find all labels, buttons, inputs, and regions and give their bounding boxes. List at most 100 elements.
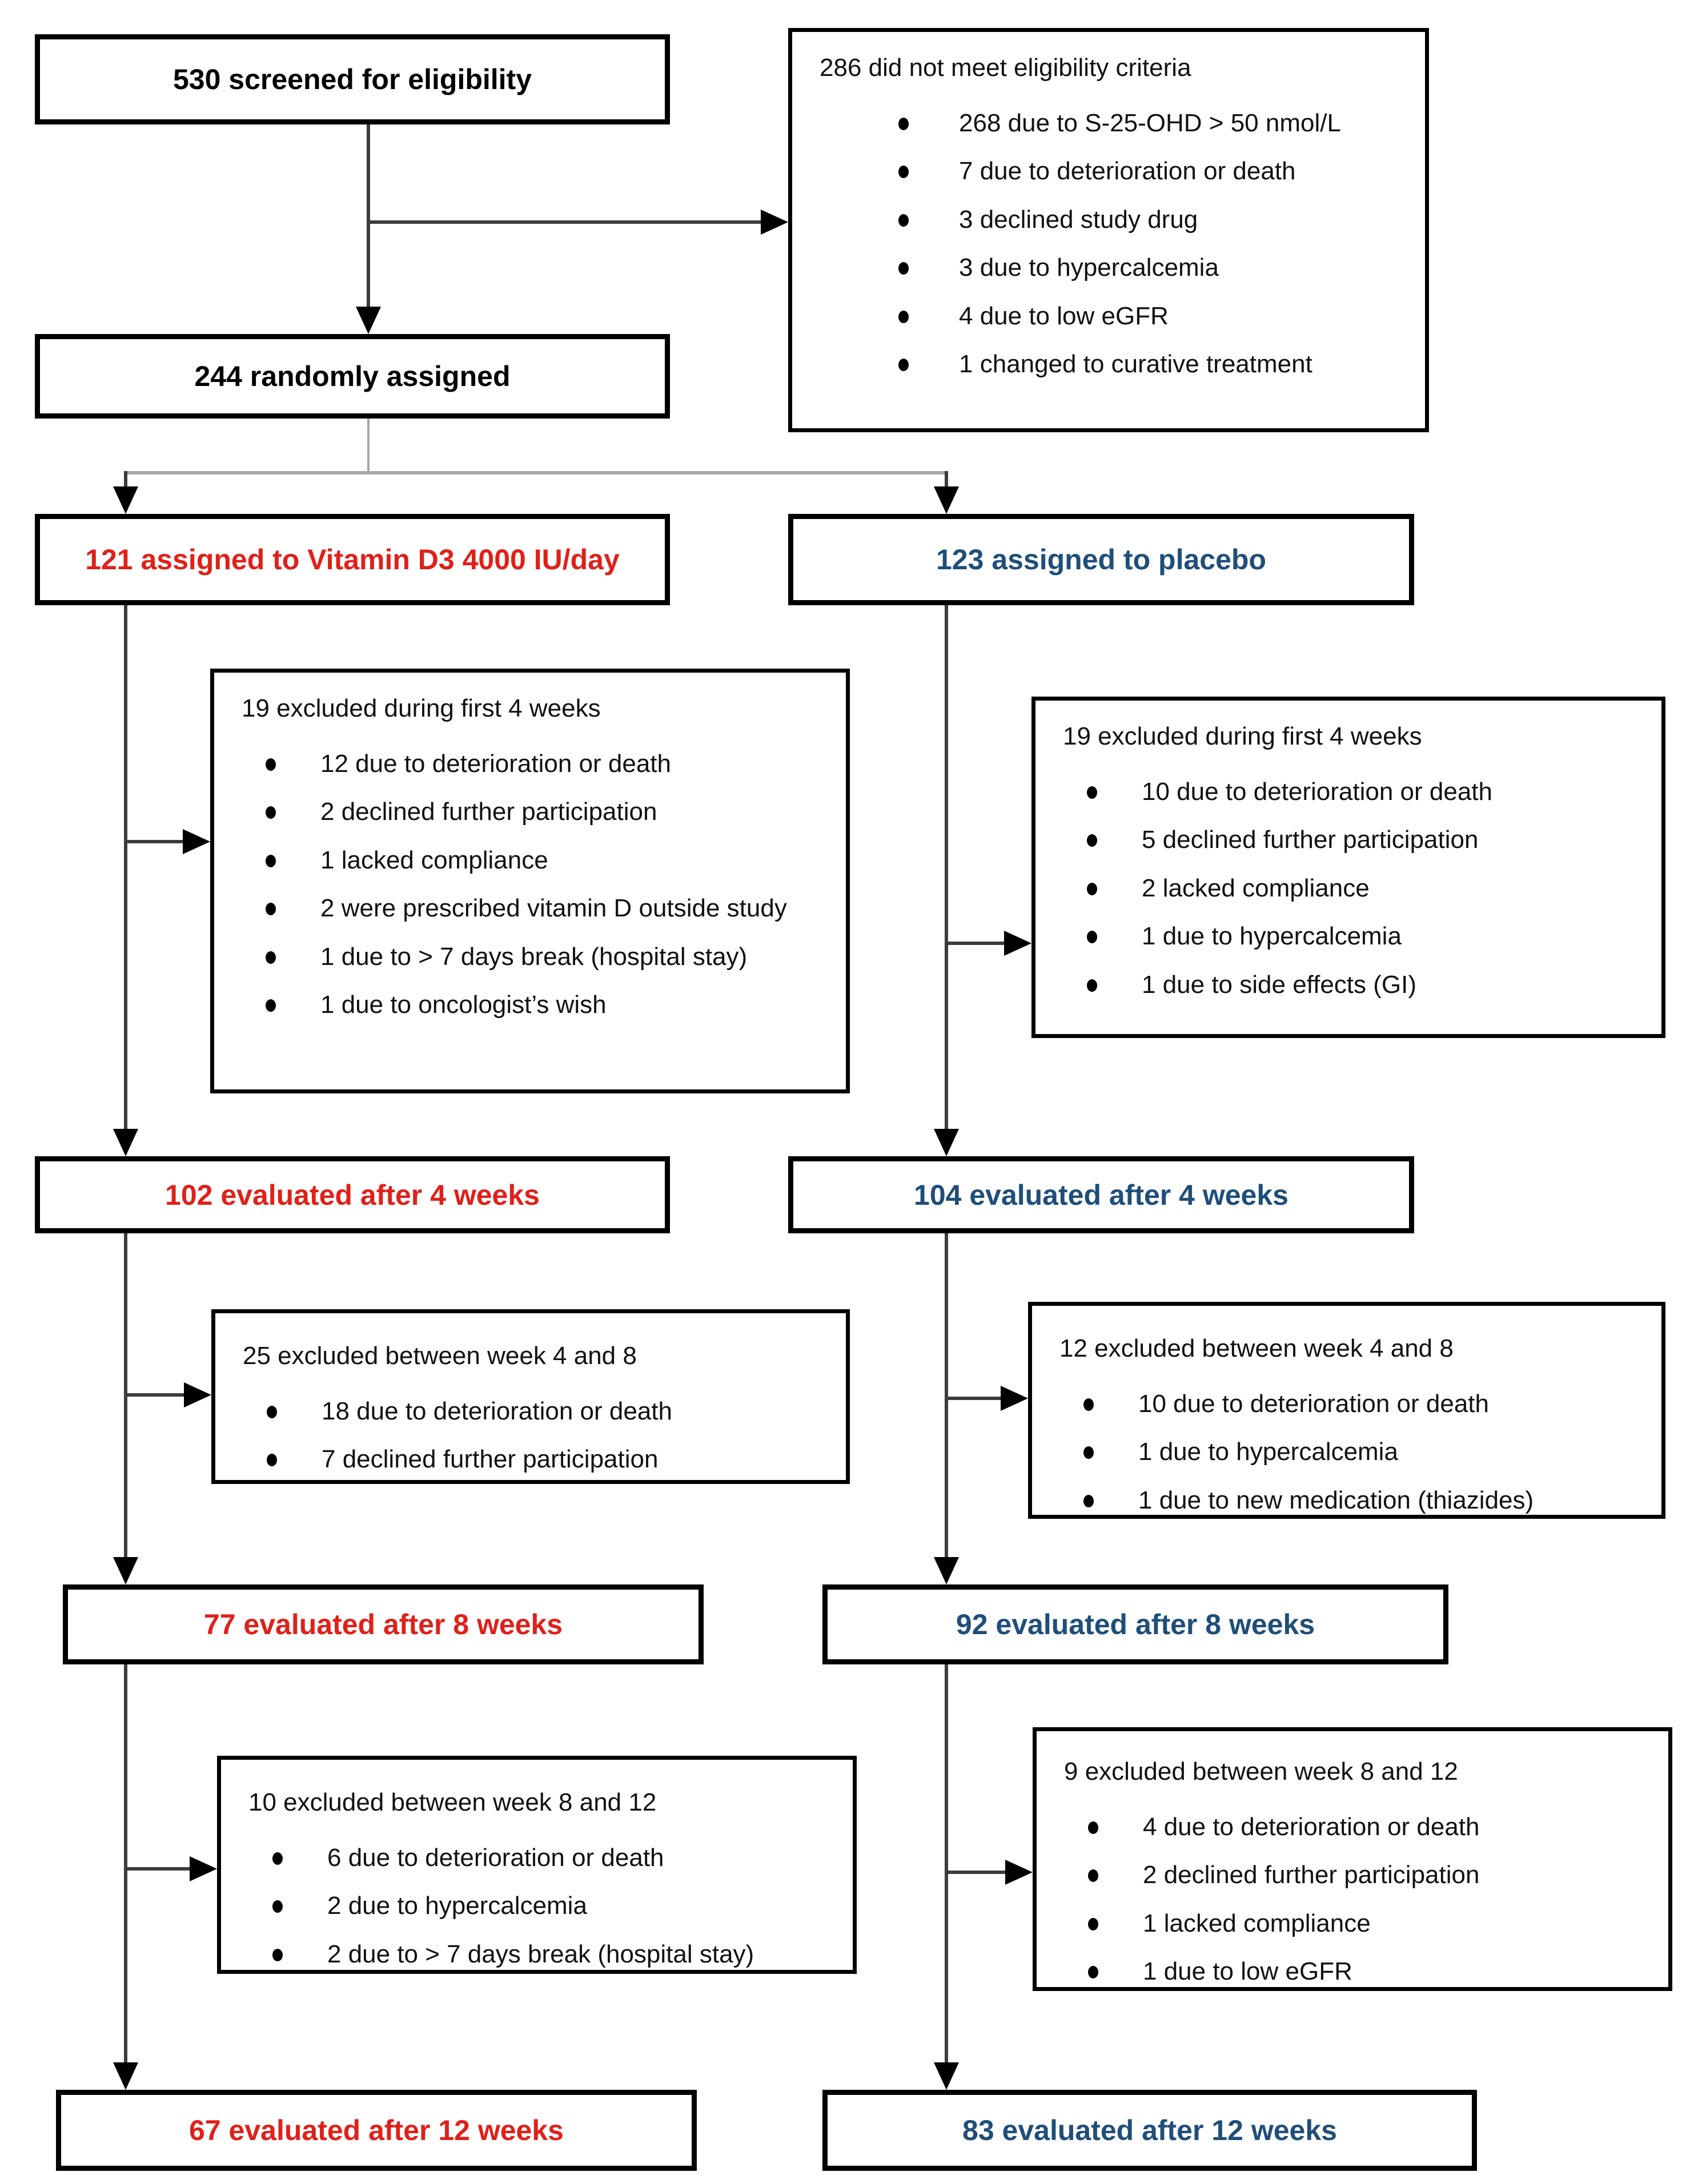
box-not-eligible-title: 286 did not meet eligibility criteria <box>820 54 1191 82</box>
arrowhead-into-arm-b-excluded-w12 <box>1005 1860 1033 1885</box>
connector-branch-arm-a-excluded-w4 <box>126 840 184 843</box>
box-arm-b-excluded-w12-title: 9 excluded between week 8 and 12 <box>1064 1757 1458 1785</box>
connector-branch-arm-a-excluded-w8 <box>126 1393 185 1397</box>
connector-arm-a-to-eval8 <box>124 1233 127 1560</box>
bullet-item: 1 changed to curative treatment <box>812 340 1406 388</box>
connector-arm-b-to-eval12 <box>945 1664 948 2065</box>
box-randomized-label: 244 randomly assigned <box>194 360 511 392</box>
bullet-item: 1 lacked compliance <box>234 836 826 884</box>
arrowhead-into-arm-a-eval12 <box>113 2062 138 2090</box>
box-arm-a-eval12-label: 67 evaluated after 12 weeks <box>189 2114 564 2146</box>
box-arm-b-assigned-label: 123 assigned to placebo <box>936 544 1266 576</box>
box-arm-b-excluded-w8: 12 excluded between week 4 and 8 10 due … <box>1028 1302 1665 1519</box>
arrowhead-into-arm-a-eval4 <box>113 1129 138 1156</box>
connector-randomization-split <box>126 471 946 474</box>
box-arm-b-eval12: 83 evaluated after 12 weeks <box>822 2090 1477 2171</box>
box-arm-b-excluded-w12: 9 excluded between week 8 and 12 4 due t… <box>1033 1727 1672 1991</box>
bullet-item: 6 due to deterioration or death <box>240 1834 833 1882</box>
box-arm-a-excluded-w12-title: 10 excluded between week 8 and 12 <box>248 1788 657 1816</box>
arrowhead-into-arm-a-assigned <box>113 486 138 514</box>
arrowhead-into-not-eligible <box>761 210 788 235</box>
bullet-item: 18 due to deterioration or death <box>235 1387 826 1435</box>
box-arm-b-eval4-label: 104 evaluated after 4 weeks <box>914 1179 1288 1211</box>
arrowhead-into-arm-b-eval4 <box>934 1129 959 1156</box>
bullet-item: 1 due to > 7 days break (hospital stay) <box>234 933 826 981</box>
connector-branch-arm-a-excluded-w12 <box>126 1867 191 1871</box>
box-screened-label: 530 screened for eligibility <box>172 63 532 95</box>
connector-branch-arm-b-excluded-w4 <box>946 942 1005 945</box>
arrowhead-into-arm-a-excluded-w12 <box>190 1856 217 1881</box>
bullet-item: 7 declined further participation <box>235 1435 826 1483</box>
bullet-item: 268 due to S-25-OHD > 50 nmol/L <box>812 99 1406 147</box>
bullet-item: 2 declined further participation <box>234 788 826 836</box>
bullet-item: 7 due to deterioration or death <box>812 147 1406 195</box>
bullet-item: 3 declined study drug <box>812 196 1406 244</box>
bullet-item: 2 were prescribed vitamin D outside stud… <box>234 884 826 932</box>
box-arm-b-excluded-w4: 19 excluded during first 4 weeks 10 due … <box>1031 697 1665 1038</box>
arrowhead-into-arm-a-eval8 <box>113 1557 138 1584</box>
bullet-item: 1 due to hypercalcemia <box>1055 912 1642 960</box>
arrowhead-into-arm-b-excluded-w4 <box>1004 931 1031 956</box>
box-arm-b-eval12-label: 83 evaluated after 12 weeks <box>962 2114 1337 2146</box>
bullet-item: 1 due to oncologist’s wish <box>234 981 826 1029</box>
bullet-item: 10 due to deterioration or death <box>1055 768 1642 816</box>
box-arm-a-excluded-w4: 19 excluded during first 4 weeks 12 due … <box>210 669 850 1093</box>
connector-arm-b-to-eval4 <box>945 605 948 1132</box>
arrowhead-into-arm-b-assigned <box>934 486 959 514</box>
box-randomized: 244 randomly assigned <box>35 334 670 419</box>
bullet-item: 12 due to deterioration or death <box>234 740 826 788</box>
bullet-item: 3 due to hypercalcemia <box>812 244 1406 292</box>
box-not-eligible: 286 did not meet eligibility criteria 26… <box>788 28 1429 432</box>
connector-randomized-stem <box>367 419 370 473</box>
connector-branch-not-eligible <box>367 220 763 224</box>
bullet-item: 2 declined further participation <box>1056 1851 1649 1899</box>
box-arm-b-eval8: 92 evaluated after 8 weeks <box>822 1584 1448 1664</box>
box-arm-a-eval4-label: 102 evaluated after 4 weeks <box>165 1179 540 1211</box>
bullet-item: 5 declined further participation <box>1055 816 1642 864</box>
bullet-item: 1 lacked compliance <box>1056 1900 1649 1948</box>
box-arm-a-assigned-label: 121 assigned to Vitamin D3 4000 IU/day <box>85 544 620 576</box>
box-arm-a-eval8-label: 77 evaluated after 8 weeks <box>203 1608 563 1640</box>
connector-branch-arm-b-excluded-w12 <box>946 1871 1006 1874</box>
bullet-item: 1 due to hypercalcemia <box>1051 1428 1642 1476</box>
arrowhead-into-arm-a-excluded-w8 <box>184 1382 211 1407</box>
bullet-item: 2 due to > 7 days break (hospital stay) <box>240 1930 833 1978</box>
box-arm-b-assigned: 123 assigned to placebo <box>788 514 1414 605</box>
box-arm-a-excluded-w8: 25 excluded between week 4 and 8 18 due … <box>211 1309 850 1484</box>
connector-screened-to-randomized <box>367 124 370 311</box>
arrowhead-into-arm-b-eval8 <box>934 1557 959 1584</box>
bullet-item: 10 due to deterioration or death <box>1051 1380 1642 1428</box>
box-arm-a-excluded-w12: 10 excluded between week 8 and 12 6 due … <box>217 1756 857 1974</box>
bullet-item: 1 due to new medication (thiazides) <box>1051 1477 1642 1525</box>
arrowhead-into-arm-a-excluded-w4 <box>183 829 210 854</box>
connector-branch-arm-b-excluded-w8 <box>946 1397 1002 1400</box>
box-arm-a-assigned: 121 assigned to Vitamin D3 4000 IU/day <box>35 514 670 605</box>
box-arm-a-eval12: 67 evaluated after 12 weeks <box>56 2090 697 2171</box>
connector-into-arm-a <box>124 471 127 489</box>
bullet-item: 2 lacked compliance <box>1055 864 1642 912</box>
box-arm-b-excluded-w8-title: 12 excluded between week 4 and 8 <box>1059 1334 1454 1362</box>
arrowhead-into-arm-b-excluded-w8 <box>1001 1386 1028 1411</box>
connector-arm-a-to-eval4 <box>124 605 127 1132</box>
bullet-item: 1 due to side effects (GI) <box>1055 961 1642 1009</box>
bullet-item: 4 due to low eGFR <box>812 292 1406 340</box>
arrowhead-into-randomized <box>356 307 381 334</box>
box-screened: 530 screened for eligibility <box>35 34 670 124</box>
box-arm-a-excluded-w4-title: 19 excluded during first 4 weeks <box>242 694 601 722</box>
box-arm-a-eval4: 102 evaluated after 4 weeks <box>35 1156 670 1233</box>
bullet-item: 4 due to deterioration or death <box>1056 1803 1649 1851</box>
arrowhead-into-arm-b-eval12 <box>934 2062 959 2090</box>
bullet-item: 2 due to hypercalcemia <box>240 1882 833 1930</box>
bullet-item: 1 due to low eGFR <box>1056 1948 1649 1996</box>
box-arm-a-eval8: 77 evaluated after 8 weeks <box>63 1584 704 1664</box>
connector-arm-a-to-eval12 <box>124 1664 127 2065</box>
connector-into-arm-b <box>945 471 948 489</box>
